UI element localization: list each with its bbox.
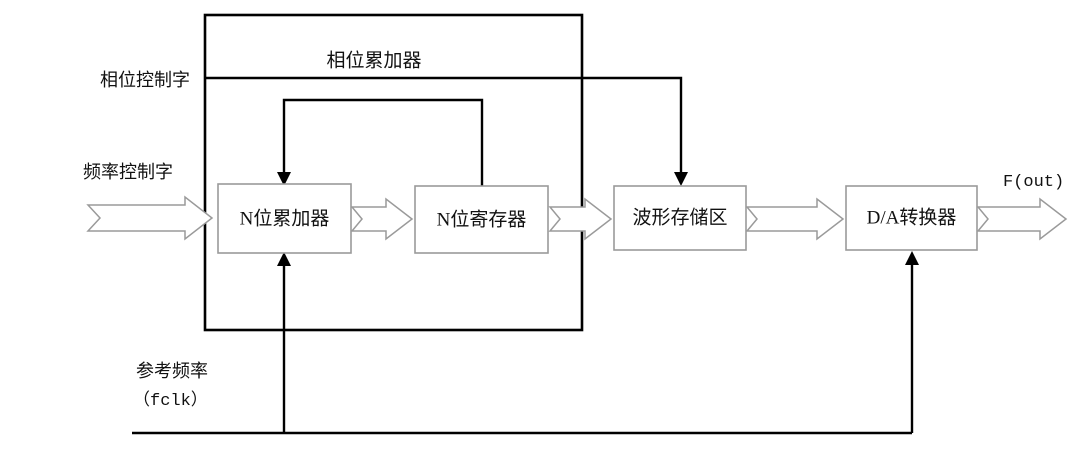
- reference-frequency-label: 参考频率: [136, 361, 208, 381]
- clock-dac-arrowhead: [905, 251, 919, 265]
- block-dac[interactable]: D/A转换器: [845, 185, 978, 251]
- dac-output-bus-arrow: [976, 197, 1068, 241]
- block-waveform-rom[interactable]: 波形存储区: [613, 185, 747, 251]
- phase-accumulator-title: 相位累加器: [326, 49, 421, 71]
- block-waveform-rom-label: 波形存储区: [632, 206, 727, 228]
- output-label: F(out): [1003, 173, 1064, 192]
- phase-accumulator-boundary: [203, 13, 584, 332]
- block-register-label: N位寄存器: [437, 208, 527, 230]
- clock-accumulator-arrowhead: [277, 252, 291, 266]
- phase-control-word-arrowhead: [674, 172, 688, 186]
- register-feedback-arrowhead: [277, 172, 291, 186]
- block-dac-label: D/A转换器: [867, 206, 957, 228]
- block-accumulator-label: N位累加器: [240, 207, 330, 229]
- phase-control-word-label: 相位控制字: [100, 70, 190, 90]
- block-accumulator[interactable]: N位累加器: [217, 183, 352, 254]
- frequency-control-word-bus-arrow: [86, 195, 214, 241]
- register-to-waveform-bus-arrow: [548, 197, 613, 241]
- waveform-to-dac-bus-arrow: [745, 197, 845, 241]
- frequency-control-word-label: 频率控制字: [83, 162, 173, 182]
- phase-control-word-line: [205, 76, 683, 177]
- register-feedback-line: [282, 98, 484, 186]
- block-register[interactable]: N位寄存器: [414, 185, 549, 254]
- accumulator-to-register-bus-arrow: [350, 197, 414, 241]
- reference-frequency-clock-label: （fclk）: [133, 390, 208, 411]
